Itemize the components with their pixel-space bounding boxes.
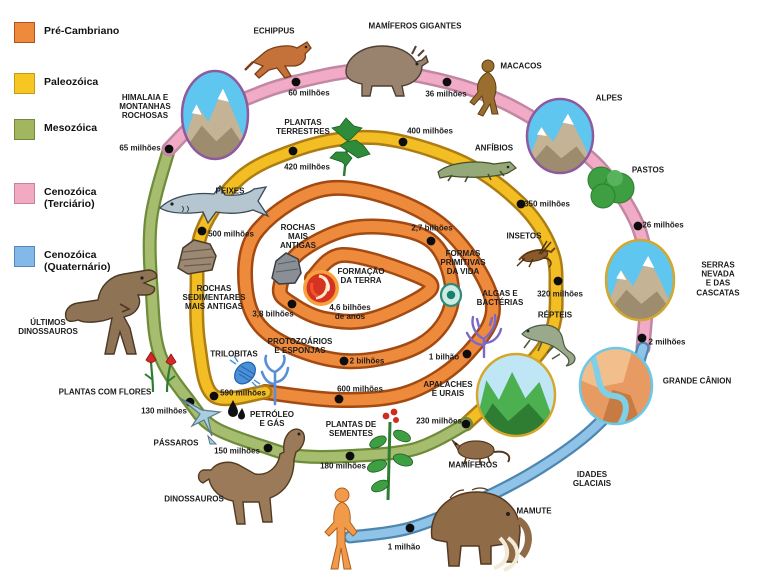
legend-item-cenozoica-terciario: Cenozóica (Terciário) (14, 183, 97, 210)
legend-swatch-cenozoica-quaternario (14, 246, 35, 267)
time-marker-dot (516, 199, 526, 209)
time-marker-dot (197, 226, 207, 236)
time-marker-dot (164, 144, 174, 154)
legend-label: Paleozóica (44, 76, 99, 88)
time-marker-dot (633, 221, 643, 231)
mammoth-icon (430, 487, 532, 572)
time-marker-dot (553, 276, 563, 286)
trilobite-icon (229, 355, 261, 389)
cell-icon (439, 282, 463, 308)
small-mammal-icon (451, 439, 511, 465)
canion-circle (578, 346, 654, 426)
legend-label: Pré-Cambriano (44, 25, 120, 37)
time-marker-dot (637, 333, 647, 343)
algae-icon (465, 313, 503, 359)
era-band-mesozoica (144, 144, 471, 462)
reptile-icon (521, 324, 576, 367)
sponge-icon (260, 354, 290, 406)
time-marker-dot (426, 236, 436, 246)
era-band-precambriano (239, 182, 499, 406)
apalaches-circle (475, 352, 557, 438)
seed-plant-icon (367, 408, 414, 501)
sauropod-icon (197, 428, 306, 525)
legend-item-cenozoica-quaternario: Cenozóica (Quaternário) (14, 246, 111, 273)
amphibian-icon (437, 161, 517, 183)
legend-swatch-pre-cambriano (14, 22, 35, 43)
horse-icon (244, 41, 312, 79)
legend-item-mesozoica: Mesozóica (14, 119, 97, 140)
rock-icon (271, 252, 302, 285)
human-icon (324, 487, 358, 570)
legend-item-pre-cambriano: Pré-Cambriano (14, 22, 119, 43)
legend-swatch-cenozoica-terciario (14, 183, 35, 204)
himalaia-circle (180, 69, 250, 161)
time-marker-dot (288, 146, 298, 156)
time-marker-dot (461, 419, 471, 429)
legend-swatch-paleozoica (14, 73, 35, 94)
serras-circle (604, 238, 676, 322)
time-marker-dot (345, 451, 355, 461)
monkey-icon (469, 59, 499, 117)
sedimentary-rock-icon (177, 239, 217, 275)
legend-swatch-mesozoica (14, 119, 35, 140)
time-marker-dot (405, 523, 415, 533)
time-marker-dot (209, 391, 219, 401)
trex-icon (64, 269, 158, 355)
legend-label: Cenozóica (Quaternário) (44, 249, 111, 274)
time-marker-dot (334, 394, 344, 404)
grass-bush-icon (587, 166, 635, 209)
time-marker-dot (398, 137, 408, 147)
bird-icon (179, 397, 223, 445)
flower-icon (144, 351, 177, 393)
alpes-circle (525, 97, 595, 175)
legend-item-paleozoica: Paleozóica (14, 73, 98, 94)
time-marker-dot (287, 299, 297, 309)
time-marker-dot (339, 356, 349, 366)
shark-icon (158, 184, 270, 225)
oil-drops-icon (228, 400, 245, 420)
insect-icon (516, 240, 556, 268)
giant-mammal-icon (345, 45, 429, 97)
time-marker-dot (462, 349, 472, 359)
legend-label: Cenozóica (Terciário) (44, 186, 97, 211)
time-marker-dot (442, 77, 452, 87)
planet-icon (303, 270, 339, 306)
legend-label: Mesozóica (44, 122, 98, 134)
time-marker-dot (263, 443, 273, 453)
land-plant-icon (329, 117, 371, 177)
time-marker-dot (291, 77, 301, 87)
